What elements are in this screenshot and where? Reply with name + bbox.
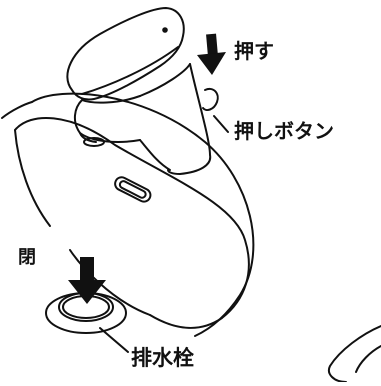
push-label: 押す: [234, 39, 274, 63]
basin-rim: [31, 92, 255, 337]
close-label: 閉: [18, 247, 36, 268]
push-arrow: [197, 33, 226, 75]
drain-plug-leader: [99, 327, 129, 353]
basin-rim-left: [1, 101, 33, 119]
drain-plug-label: 排水栓: [131, 346, 194, 370]
faucet-body: [74, 63, 212, 175]
close-arrow: [68, 257, 106, 304]
faucet-lever[interactable]: [66, 7, 185, 101]
overflow-slot: [114, 176, 152, 203]
second-basin-inner: [355, 345, 381, 373]
push-button[interactable]: [202, 88, 219, 111]
push-button-leader: [213, 115, 229, 133]
push-button-label: 押しボタン: [234, 119, 334, 143]
second-basin: [328, 325, 381, 383]
basin-bowl-left: [14, 129, 51, 227]
